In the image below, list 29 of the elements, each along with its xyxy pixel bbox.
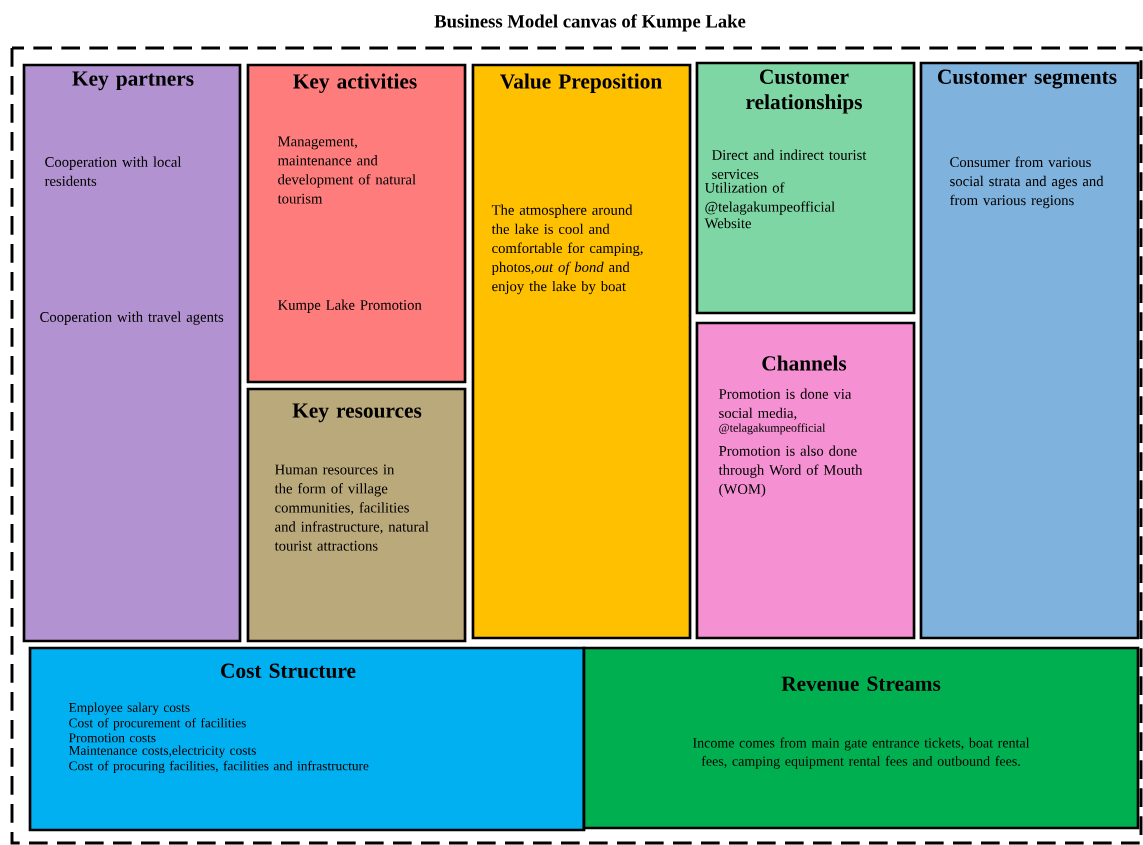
box-heading: Value Preposition	[500, 73, 662, 93]
box-text: Cost of procuring facilities, facilities and infrastructure	[69, 760, 369, 774]
box-text: Utilization of @telagakumpeofficial	[704, 182, 835, 215]
box-text: Promotion is also done through Word of Mouth (WOM)	[718, 445, 863, 497]
box-heading: Customer segments	[938, 69, 1117, 89]
box-text: Income comes from main gate entrance tickets, boat rental fees, camping equipment rental fees and outbound fees.	[693, 737, 1030, 769]
title: Business Model canvas of Kumpe Lake	[434, 14, 746, 32]
box-text: The atmosphere around the lake is cool and comfortable for camping, photos,out of bond and enjoy the lake by boat	[491, 204, 643, 295]
box-text: Kumpe Lake Promotion	[278, 299, 422, 313]
box-heading: Key partners	[72, 71, 194, 91]
box-text: Consumer from various social strata and ages and from various regions	[950, 156, 1104, 209]
box-heading: Cost Structure	[221, 663, 356, 678]
box-text: Website	[704, 217, 751, 229]
box-heading: Channels	[762, 355, 847, 371]
box-text: Cooperation with travel agents	[40, 311, 224, 325]
box-text: Maintenance costs,electricity costs	[69, 745, 256, 758]
box-text: Human resources in the form of village communities, facilities and infrastructure, natural tourist attractions	[274, 464, 429, 551]
box-heading: Key resources	[292, 403, 422, 423]
box-text: Employee salary costs	[69, 702, 190, 715]
box-text: Promotion costs	[69, 733, 156, 743]
box-text: Direct and indirect tourist services	[712, 149, 867, 179]
box-heading: Key activities	[293, 73, 417, 93]
box-text: Cost of procurement of facilities	[69, 717, 246, 731]
box-text: Promotion is done via social media,	[719, 388, 852, 421]
box-text: @telagakumpeofficial	[719, 423, 826, 435]
box-heading: Customer relationships	[746, 69, 862, 114]
box-heading: Revenue Streams	[781, 676, 941, 691]
box-text: Cooperation with local residents	[44, 156, 182, 186]
box-text: Management, maintenance and development of natural tourism	[277, 136, 416, 204]
